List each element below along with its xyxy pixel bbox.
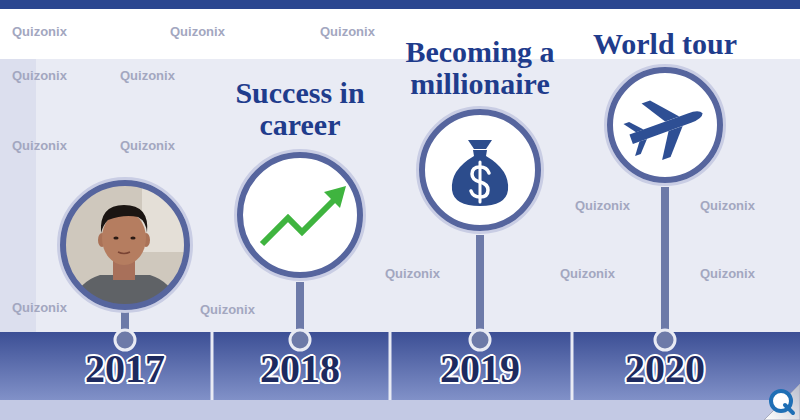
watermark: Quizonix bbox=[12, 24, 67, 39]
year-label: 2020 bbox=[580, 340, 750, 398]
milestone-title: Becoming a millionaire bbox=[390, 36, 570, 99]
year-block: 2018 bbox=[215, 340, 385, 398]
outer-ring bbox=[418, 108, 543, 233]
white-band bbox=[0, 9, 800, 59]
photo-ring bbox=[59, 179, 192, 312]
circle-outline bbox=[415, 105, 545, 235]
circle-outline bbox=[603, 63, 727, 187]
milestone-circle: World tour bbox=[580, 28, 750, 188]
milestone-title: World tour bbox=[580, 28, 750, 60]
watermark: Quizonix bbox=[12, 138, 67, 153]
circle-outline bbox=[233, 148, 367, 282]
year-block: 2019 bbox=[395, 340, 565, 398]
stem-group bbox=[470, 235, 490, 350]
watermark: Quizonix bbox=[120, 68, 175, 83]
band-dividers bbox=[212, 332, 572, 400]
timeline-base bbox=[0, 400, 800, 420]
milestone-title: Success in career bbox=[225, 77, 375, 140]
circle-disc bbox=[240, 155, 360, 275]
money-bag-icon bbox=[452, 140, 508, 206]
stem-group bbox=[655, 187, 675, 350]
inner-ring bbox=[610, 70, 720, 180]
watermark: Quizonix bbox=[700, 266, 755, 281]
year-label: 2018 bbox=[215, 340, 385, 398]
airplane-icon bbox=[619, 85, 713, 168]
watermark: Quizonix bbox=[200, 302, 255, 317]
stem-connector bbox=[661, 187, 669, 340]
watermark: Quizonix bbox=[700, 198, 755, 213]
outer-ring bbox=[606, 66, 725, 185]
top-bar bbox=[0, 0, 800, 9]
left-strip bbox=[0, 59, 36, 332]
inner-ring bbox=[240, 155, 360, 275]
watermark: Quizonix bbox=[385, 266, 440, 281]
growth-arrow-icon bbox=[262, 186, 346, 244]
watermark: Quizonix bbox=[120, 138, 175, 153]
outer-ring bbox=[236, 151, 365, 280]
watermark: Quizonix bbox=[320, 24, 375, 39]
circle-disc bbox=[422, 112, 538, 228]
year-label: 2019 bbox=[395, 340, 565, 398]
watermark: Quizonix bbox=[575, 198, 630, 213]
watermark: Quizonix bbox=[12, 300, 67, 315]
watermark: Quizonix bbox=[170, 24, 225, 39]
brand-logo bbox=[771, 391, 793, 413]
year-block: 2020 bbox=[580, 340, 750, 398]
milestone-circle: Success in career bbox=[225, 77, 375, 282]
stem-group bbox=[290, 282, 310, 350]
milestone-circle: Becoming a millionaire bbox=[390, 36, 570, 235]
watermark: Quizonix bbox=[12, 68, 67, 83]
year-block: 2017 bbox=[40, 340, 210, 398]
watermark: Quizonix bbox=[560, 266, 615, 281]
inner-ring bbox=[422, 112, 538, 228]
photo-ring bbox=[63, 183, 187, 307]
page-curl bbox=[764, 384, 800, 420]
stem-connector bbox=[476, 235, 484, 340]
circle-disc bbox=[610, 70, 720, 180]
year-label: 2017 bbox=[40, 340, 210, 398]
